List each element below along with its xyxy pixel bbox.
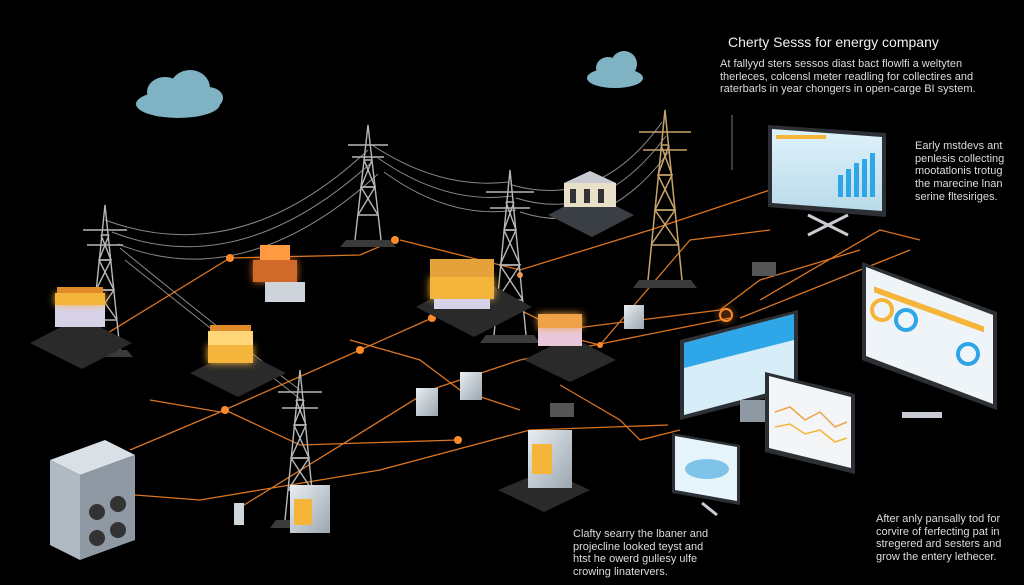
substation-icon	[524, 314, 616, 382]
monitor-icon	[862, 262, 997, 418]
cloud-icon	[136, 70, 223, 118]
note-bottom-right: After anly pansally tod for corvire of f…	[876, 513, 1002, 563]
intro-text: At fallyyd sters sessos diast bact flowl…	[720, 58, 976, 96]
monitor-icon	[768, 125, 886, 237]
server-icon	[234, 305, 644, 525]
meter-icon	[550, 262, 776, 417]
monitor-icon	[672, 433, 740, 517]
monitor-icon	[765, 372, 855, 474]
transmission-tower-icon	[633, 109, 697, 288]
note-bottom-center: Clafty searry the lbaner and projecline …	[573, 528, 709, 578]
server-icon	[498, 430, 590, 512]
substation-icon	[30, 287, 132, 369]
note-top-right: Early mstdevs ant penlesis collecting mo…	[915, 140, 1005, 203]
page-title: Cherty Sesss for energy company	[728, 34, 939, 50]
server-icon	[50, 440, 135, 560]
substation-icon	[253, 245, 305, 302]
building-icon	[548, 171, 634, 237]
transmission-tower-icon	[340, 124, 396, 247]
substation-icon	[416, 259, 532, 337]
server-icon	[290, 485, 330, 533]
substation-icon	[190, 325, 286, 397]
cloud-icon	[587, 51, 643, 88]
